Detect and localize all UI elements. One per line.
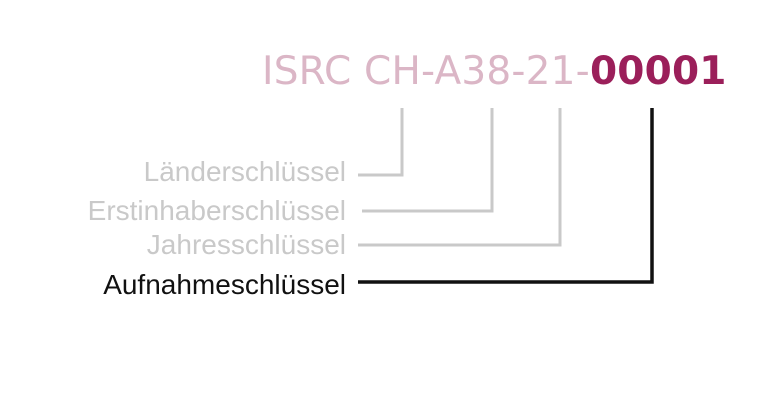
- connector-recording: [358, 108, 654, 284]
- label-recording-code: Aufnahmeschlüssel: [103, 269, 346, 300]
- isrc-country: CH: [364, 49, 422, 94]
- isrc-code: ISRC CH-A38-21-00001: [262, 52, 727, 91]
- connector-first-owner: [362, 108, 494, 213]
- label-country-code: Länderschlüssel: [143, 156, 346, 187]
- label-year-code: Jahresschlüssel: [146, 229, 346, 260]
- isrc-designation: 00001: [589, 49, 727, 94]
- isrc-sep-2: -: [511, 49, 526, 94]
- isrc-sep-3: -: [575, 49, 590, 94]
- connector-country: [358, 108, 404, 177]
- connector-year: [358, 108, 562, 247]
- label-first-owner-code: Erstinhaberschlüssel: [87, 195, 346, 226]
- isrc-sep-1: -: [421, 49, 435, 94]
- isrc-registrant: A38: [434, 49, 512, 94]
- isrc-year: 21: [525, 49, 576, 94]
- isrc-prefix: ISRC: [262, 49, 365, 94]
